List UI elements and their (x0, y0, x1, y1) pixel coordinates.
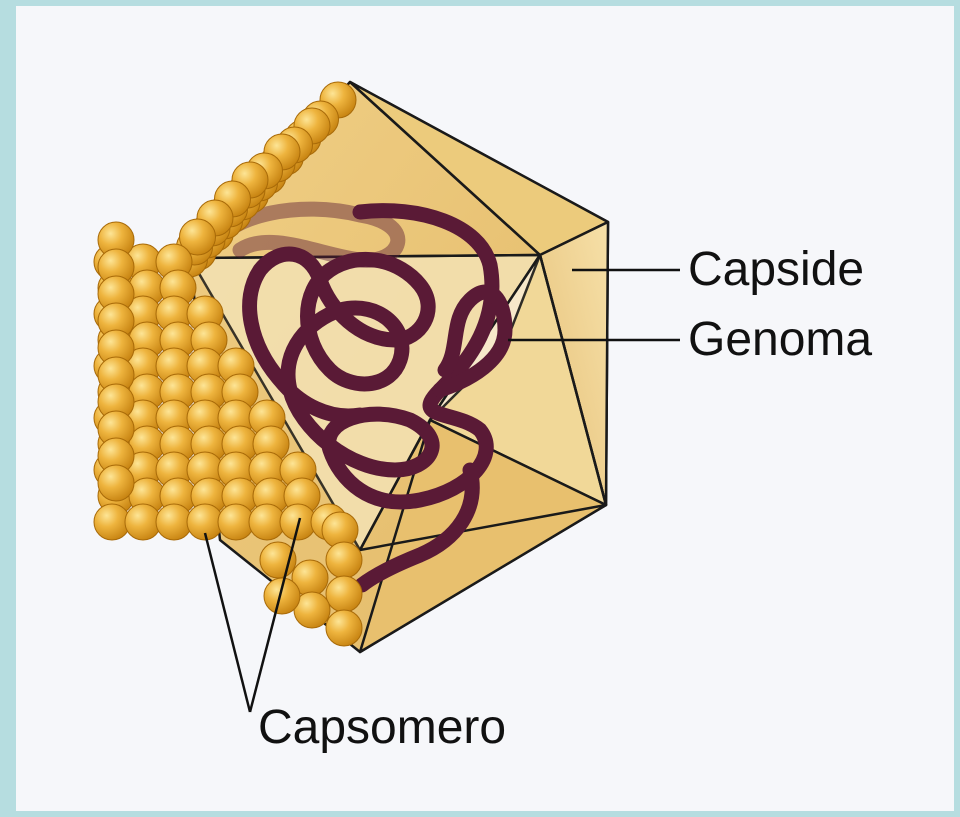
capsomere-sphere (326, 542, 362, 578)
capsomero-label: Capsomero (258, 704, 506, 752)
capsomere-sphere (326, 610, 362, 646)
capsomere-sphere (326, 576, 362, 612)
genoma-label: Genoma (688, 316, 872, 364)
capsomere-sphere (260, 542, 296, 578)
capside-label: Capside (688, 246, 864, 294)
capsomere-sphere (98, 465, 134, 501)
